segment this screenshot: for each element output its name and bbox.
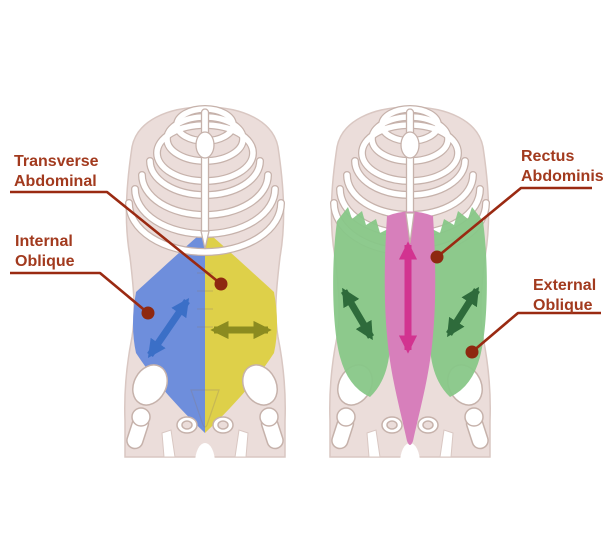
external-oblique-label-line1: External bbox=[533, 277, 597, 294]
external-oblique-fiber-arrow-left-icon bbox=[340, 287, 375, 341]
left-torso-figure bbox=[124, 107, 286, 484]
transverse-abdominal-label-line1: Transverse bbox=[14, 153, 99, 170]
internal-oblique-leader-line bbox=[10, 271, 149, 314]
transverse-abdominal-label: Transverse Abdominal bbox=[14, 152, 99, 192]
external-oblique-leader-line bbox=[471, 311, 601, 353]
external-oblique-dot bbox=[465, 345, 479, 359]
internal-oblique-dot bbox=[141, 306, 155, 320]
rectus-abdominis-dot bbox=[430, 250, 444, 264]
internal-oblique-label: Internal Oblique bbox=[15, 232, 75, 272]
leader-lines bbox=[10, 186, 601, 353]
external-oblique-label-line2: Oblique bbox=[533, 297, 593, 314]
external-oblique-label: External Oblique bbox=[533, 276, 596, 316]
internal-oblique-fiber-arrow-icon bbox=[147, 297, 190, 359]
transverse-abdominal-dot bbox=[214, 277, 228, 291]
right-torso-figure bbox=[329, 107, 491, 484]
leader-dots bbox=[141, 250, 479, 359]
transverse-abdominal-leader-line bbox=[10, 190, 222, 286]
xiphoid-process bbox=[405, 212, 415, 244]
internal-oblique-label-line2: Oblique bbox=[15, 253, 75, 270]
rectus-abdominis-label: Rectus Abdominis bbox=[521, 147, 604, 187]
rectus-abdominis-label-line2: Abdominis bbox=[521, 168, 604, 185]
rectus-abdominis-leader-line bbox=[436, 186, 592, 259]
internal-oblique-label-line1: Internal bbox=[15, 233, 73, 250]
rectus-abdominis-label-line1: Rectus bbox=[521, 148, 575, 165]
external-oblique-fiber-arrow-right-icon bbox=[446, 286, 480, 338]
transverse-abdominal-label-line2: Abdominal bbox=[14, 173, 97, 190]
